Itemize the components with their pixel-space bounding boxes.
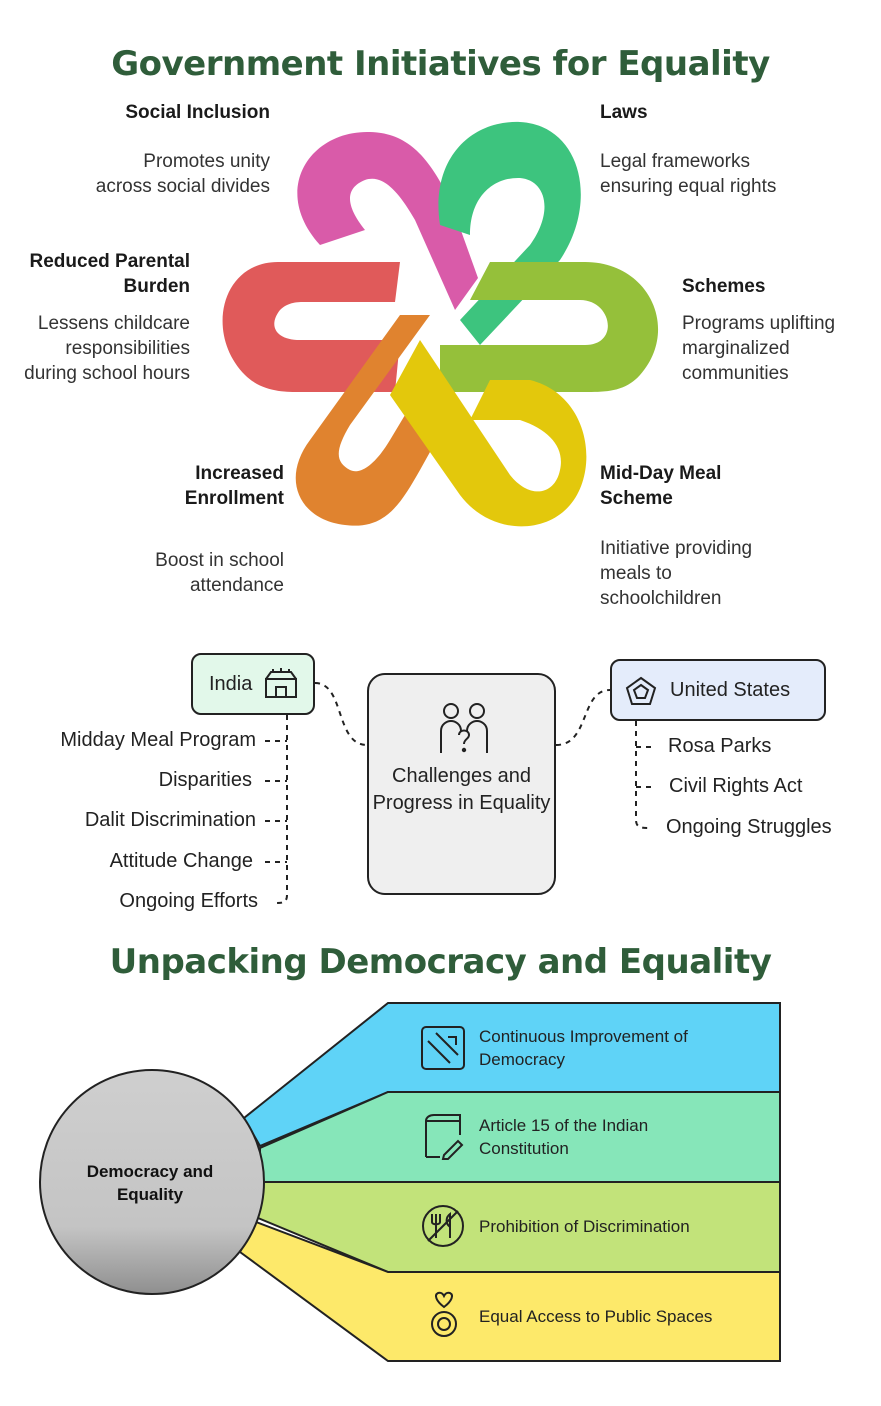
country-label-united-states: United States bbox=[670, 679, 791, 701]
label-laws-title: Laws bbox=[600, 102, 648, 123]
label-parental-burden-desc: Lessens childcare responsibilities durin… bbox=[24, 313, 190, 384]
document-edit-icon bbox=[425, 1114, 464, 1160]
us-item-1: Rosa Parks bbox=[668, 735, 772, 757]
label-parental-burden-title: Reduced Parental Burden bbox=[29, 251, 191, 297]
india-item-3: Dalit Discrimination bbox=[84, 809, 256, 831]
knot-loop-enrollment bbox=[295, 315, 445, 526]
medal-icon bbox=[431, 1291, 457, 1337]
section-title-democracy: Unpacking Democracy and Equality bbox=[109, 942, 772, 982]
knot-loop-schemes bbox=[440, 262, 659, 392]
band-label-3: Prohibition of Discrimination bbox=[479, 1217, 690, 1236]
us-item-3: Ongoing Struggles bbox=[666, 816, 832, 838]
country-box-india: India bbox=[191, 653, 315, 715]
center-circle bbox=[39, 1069, 265, 1295]
center-topic-label: Challenges and Progress in Equality bbox=[372, 765, 551, 814]
improvement-icon bbox=[421, 1026, 465, 1070]
band-label-2: Article 15 of the Indian Constitution bbox=[479, 1116, 649, 1158]
country-label-india: India bbox=[209, 673, 253, 695]
country-box-united-states: United States bbox=[610, 659, 826, 721]
star-knot-diagram bbox=[222, 121, 659, 527]
us-item-2: Civil Rights Act bbox=[669, 775, 803, 797]
knot-loop-parental-burden bbox=[222, 262, 400, 392]
label-social-inclusion-desc: Promotes unity across social divides bbox=[95, 151, 270, 197]
label-mid-day-meal-title: Mid-Day Meal Scheme bbox=[600, 463, 722, 509]
india-item-4: Attitude Change bbox=[109, 850, 253, 872]
no-cutlery-icon bbox=[422, 1205, 464, 1247]
label-mid-day-meal-desc: Initiative providing meals to schoolchil… bbox=[600, 538, 753, 609]
india-item-2: Disparities bbox=[158, 769, 252, 791]
people-question-icon bbox=[440, 703, 488, 753]
funnel-bands-diagram bbox=[39, 1002, 781, 1362]
knot-loop-laws bbox=[438, 121, 581, 345]
label-social-inclusion-title: Social Inclusion bbox=[125, 102, 270, 123]
knot-loop-mid-day-meal bbox=[390, 340, 587, 527]
label-enrollment-desc: Boost in school attendance bbox=[155, 550, 284, 596]
label-laws-desc: Legal frameworks ensuring equal rights bbox=[600, 151, 777, 197]
knot-loop-social-inclusion bbox=[297, 131, 478, 310]
label-enrollment-title: Increased Enrollment bbox=[184, 463, 284, 509]
center-topic-box: Challenges and Progress in Equality bbox=[367, 673, 556, 895]
page-title: Government Initiatives for Equality bbox=[111, 44, 770, 84]
center-circle-label: Democracy and Equality bbox=[86, 1162, 214, 1204]
pentagon-building-icon bbox=[625, 676, 657, 705]
band-label-4: Equal Access to Public Spaces bbox=[479, 1307, 713, 1326]
india-item-5: Ongoing Efforts bbox=[119, 890, 258, 912]
connector-lines bbox=[265, 682, 656, 904]
band-label-1: Continuous Improvement of Democracy bbox=[479, 1027, 688, 1069]
label-schemes-title: Schemes bbox=[682, 276, 766, 297]
market-icon bbox=[265, 668, 297, 698]
india-item-1: Midday Meal Program bbox=[60, 729, 256, 751]
label-schemes-desc: Programs uplifting marginalized communit… bbox=[682, 313, 836, 384]
